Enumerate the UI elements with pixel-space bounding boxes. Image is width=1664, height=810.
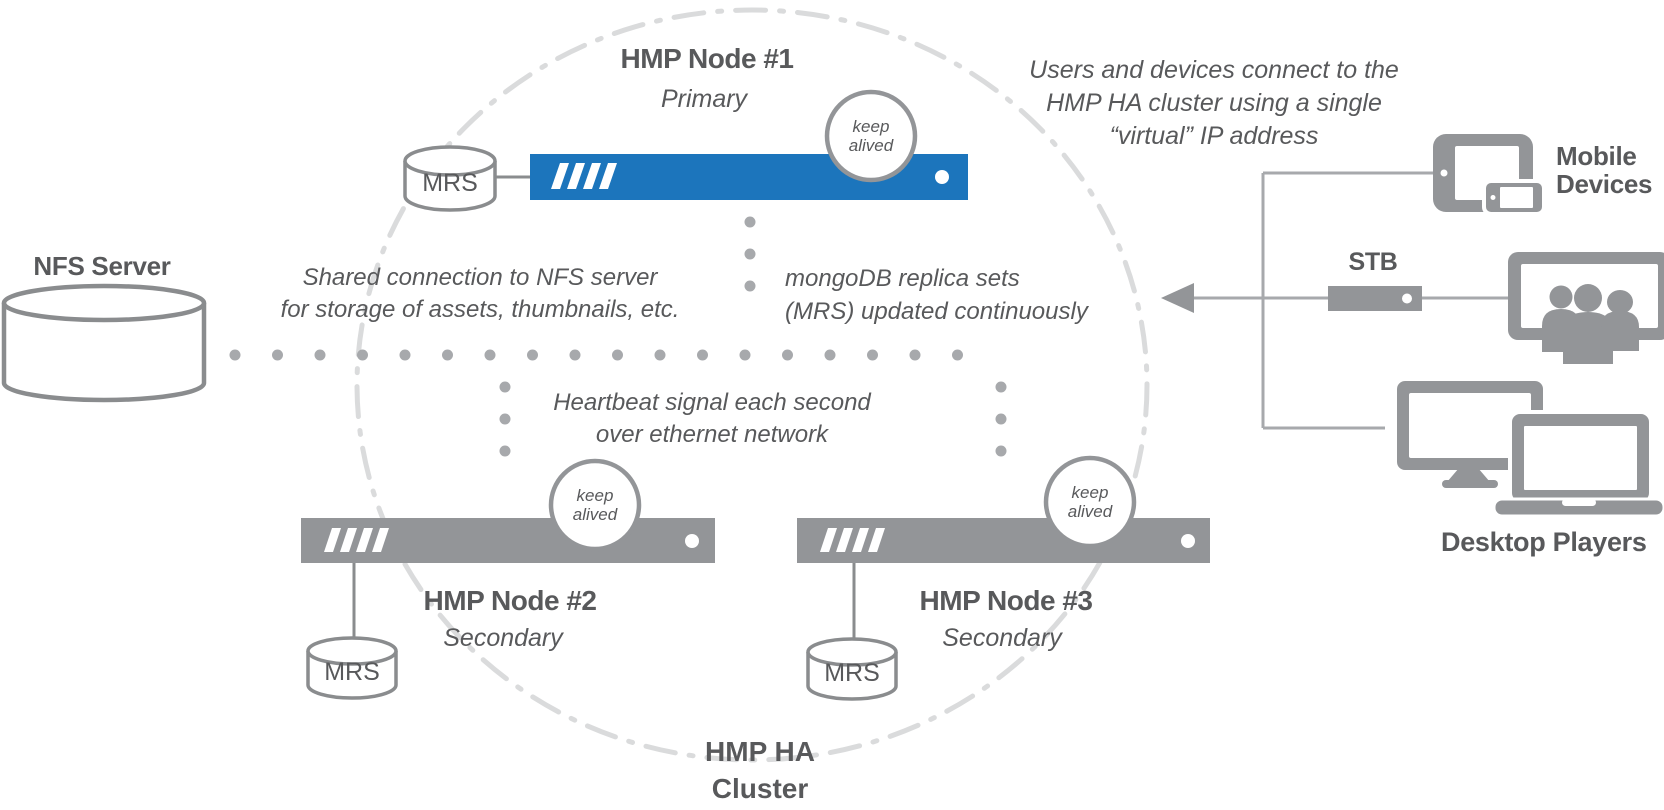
nfs-server-label: NFS Server — [33, 251, 171, 281]
node3-mrs-cylinder-icon — [806, 637, 898, 701]
node2-keepalive-circle — [548, 458, 642, 552]
annotation-shared-nfs: Shared connection to NFS server for stor… — [280, 264, 680, 323]
stb-icon — [1328, 286, 1422, 311]
desktop-monitor-icon — [1397, 381, 1543, 488]
stb-label: STB — [1348, 248, 1398, 276]
node3-mrs-label: MRS — [824, 659, 880, 687]
laptop-icon — [1492, 410, 1664, 518]
node1-server-bar — [530, 154, 968, 200]
mobile-devices-label: Mobile Devices — [1556, 141, 1653, 199]
cluster-label: HMP HA Cluster — [705, 736, 815, 804]
annotation-users: Users and devices connect to the HMP HA … — [1029, 56, 1399, 150]
node1-keepalive-label: keep alived — [848, 117, 894, 155]
node2-keepalive-label: keep alived — [572, 486, 618, 524]
node1-title: HMP Node #1 — [620, 43, 794, 74]
desktop-players-label: Desktop Players — [1441, 527, 1647, 557]
node1-keepalive-circle — [824, 89, 918, 183]
cluster-ring — [354, 7, 1150, 763]
annotation-mongo: mongoDB replica sets (MRS) updated conti… — [785, 265, 1088, 325]
node2-title: HMP Node #2 — [423, 585, 597, 616]
phone-icon — [1482, 179, 1546, 216]
node3-title: HMP Node #3 — [919, 585, 1093, 616]
node1-mrs-cylinder-icon — [403, 145, 497, 212]
node2-mrs-label: MRS — [324, 658, 380, 686]
node3-role: Secondary — [942, 624, 1062, 652]
left-arrow-icon — [1161, 283, 1194, 313]
node3-server-bar — [797, 518, 1210, 563]
nfs-server-cylinder-icon — [1, 283, 207, 403]
node1-role: Primary — [660, 85, 748, 113]
node2-role: Secondary — [443, 624, 563, 652]
node3-keepalive-circle — [1043, 455, 1137, 549]
node2-server-bar — [301, 518, 715, 563]
device-tree-lines — [1186, 171, 1510, 430]
tv-audience-icon — [1508, 252, 1664, 364]
node3-keepalive-label: keep alived — [1067, 483, 1113, 521]
annotation-heartbeat: Heartbeat signal each second over ethern… — [553, 389, 871, 448]
node1-mrs-label: MRS — [422, 169, 478, 197]
node2-mrs-cylinder-icon — [306, 636, 398, 700]
